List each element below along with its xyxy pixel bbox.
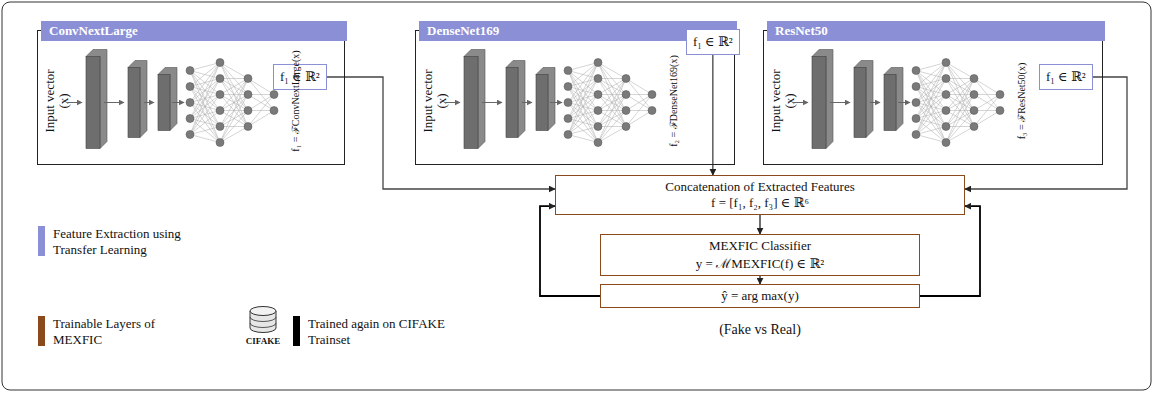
legend-swatch (38, 226, 45, 256)
formula-label: f₁ = ℱConvNextLarge(x) (290, 50, 301, 151)
cnn-illustration (764, 31, 1104, 166)
panel-title: ResNet50 (767, 21, 1105, 41)
box-text: MEXFIC Classifier (609, 238, 911, 254)
formula-label: f₂ = ℱDenseNet169(x) (668, 55, 679, 147)
connector-arrow (759, 276, 760, 284)
feature-box: f₁ ∈ ℝ² (1039, 64, 1093, 90)
input-label: Input vector (x) (769, 66, 798, 136)
box-text: f₁ ∈ ℝ² (1046, 69, 1086, 85)
legend-entry: Feature Extraction using Transfer Learni… (38, 226, 203, 257)
box-text: Concatenation of Extracted Features (564, 179, 956, 195)
formula-text: f = [f₁, f₂, f₃] ∈ ℝ⁶ (564, 195, 956, 211)
process-box: Concatenation of Extracted Featuresf = [… (555, 175, 965, 215)
connector-arrow (540, 206, 600, 296)
legend-text: Feature Extraction using Transfer Learni… (53, 226, 203, 257)
box-text: f₁ ∈ ℝ² (693, 34, 733, 50)
legend-swatch (293, 316, 300, 346)
input-label: Input vector (x) (43, 66, 72, 136)
extractor-panel: ResNet50f₁ ∈ ℝ² (763, 30, 1103, 165)
box-text: ŷ = arg max(y) (609, 288, 911, 304)
dataset-label: CIFAKE (246, 337, 280, 347)
connector-arrow (759, 215, 760, 234)
extractor-panel: DenseNet169f₁ ∈ ℝ² (415, 30, 735, 165)
legend-swatch (38, 316, 45, 346)
panel-title: ConvNextLarge (41, 21, 347, 41)
legend-text: Trainable Layers of MEXFIC (53, 316, 163, 347)
process-box: MEXFIC Classifiery = ℳMEXFIC(f) ∈ ℝ² (600, 234, 920, 276)
legend-entry: Trained again on CIFAKE Trainset (293, 316, 448, 347)
formula-label: f₃ = ℱResNet50(x) (1016, 63, 1027, 140)
database-icon (250, 307, 276, 333)
legend-text: Trained again on CIFAKE Trainset (308, 316, 448, 347)
connector-arrow (920, 206, 980, 296)
input-label: Input vector (x) (421, 66, 450, 136)
legend-entry: Trainable Layers of MEXFIC (38, 316, 163, 347)
connector-arrow (712, 55, 713, 175)
output-label: (Fake vs Real) (719, 322, 801, 337)
feature-box: f₁ ∈ ℝ² (686, 29, 740, 55)
formula-text: y = ℳMEXFIC(f) ∈ ℝ² (609, 254, 911, 272)
process-box: ŷ = arg max(y) (600, 284, 920, 308)
